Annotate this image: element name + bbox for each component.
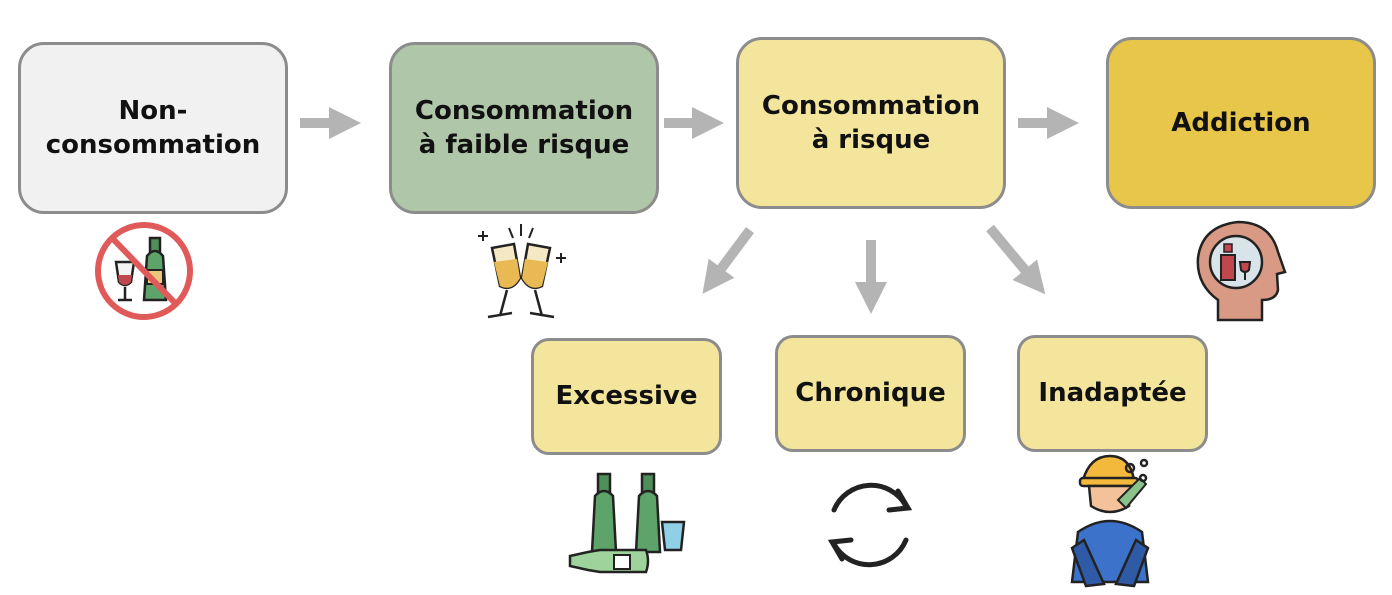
node-non-consumption: Non- consommation — [18, 42, 288, 214]
node-excessive: Excessive — [531, 338, 722, 455]
node-at-risk-label: Consommation à risque — [761, 90, 981, 155]
node-at-risk: Consommation à risque — [736, 37, 1006, 209]
node-non-consumption-label: Non- consommation — [45, 95, 261, 160]
toast-glasses-icon — [478, 224, 566, 319]
arrow-risk-to-excessive — [702, 227, 755, 294]
node-addiction: Addiction — [1106, 37, 1376, 209]
node-inappropriate-label: Inadaptée — [1038, 378, 1187, 409]
node-inappropriate: Inadaptée — [1017, 335, 1208, 452]
node-chronic-label: Chronique — [795, 378, 946, 409]
node-low-risk: Consommation à faible risque — [389, 42, 659, 214]
cycle-icon — [827, 482, 913, 568]
node-excessive-label: Excessive — [555, 381, 698, 412]
drinking-worker-icon — [1070, 454, 1150, 588]
node-chronic: Chronique — [775, 335, 966, 452]
node-low-risk-label: Consommation à faible risque — [414, 95, 634, 160]
bottles-icon — [568, 472, 686, 574]
node-addiction-label: Addiction — [1171, 107, 1311, 138]
no-alcohol-icon — [95, 222, 193, 320]
arrow-risk-to-inappropriate — [986, 224, 1046, 295]
head-alcohol-icon — [1196, 220, 1287, 322]
